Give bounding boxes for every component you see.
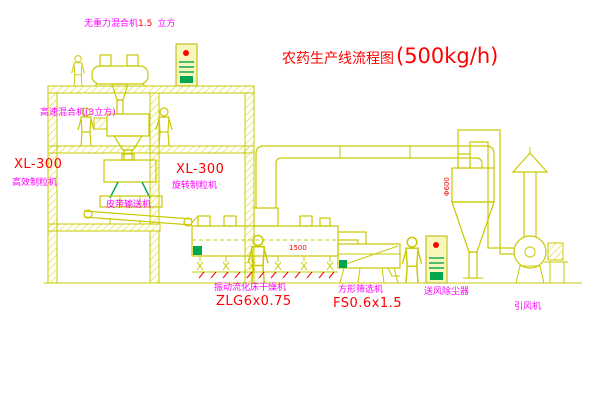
label-fan: 引风机 [514, 302, 542, 312]
high-speed-mixer [93, 113, 150, 161]
label-sieve-model: FS0.6x1.5 [333, 296, 403, 311]
label-sieve: 方形筛选机 [338, 285, 384, 295]
label-belt-conveyor: 皮带输送机 [106, 200, 152, 210]
label-granulator-center: 旋转制粒机 [172, 181, 218, 191]
label-granulator-center-model: XL-300 [176, 162, 225, 177]
operator-figure [71, 55, 85, 87]
granulator [99, 153, 163, 208]
label-dryer: 振动流化床干燥机 [214, 283, 287, 293]
label-air-dust-unit: 送风除尘器 [424, 287, 470, 297]
main-exhaust-duct [255, 145, 495, 208]
label-granulator-left-model: XL-300 [14, 157, 63, 172]
fluid-bed-dryer [191, 207, 339, 279]
belt-conveyor [83, 209, 199, 227]
title-capacity: (500kg/h) [396, 44, 499, 68]
induced-draft-fan [511, 147, 568, 284]
cyclone-separator [451, 153, 495, 279]
sieve-feed-duct [338, 231, 367, 244]
zero-gravity-mixer [91, 54, 149, 115]
square-sieve [337, 243, 401, 284]
label-number: 1.5 [138, 19, 153, 29]
title-text: 农药生产线流程图 [282, 51, 394, 67]
control-cabinet-upper [175, 43, 198, 87]
fan-inlet-duct [457, 129, 514, 255]
platform-structure [47, 85, 255, 284]
label-zero-gravity-mixer: 无重力混合机1.5 立方 [84, 12, 175, 30]
stack-rain-cap [511, 152, 549, 173]
diagram-title: 农药生产线流程图 (500kg/h) [282, 44, 498, 68]
dimension-cyclone: Φ600 [443, 177, 451, 196]
label-text: 无重力混合机 [84, 19, 139, 29]
label-unit: 立方 [157, 19, 176, 29]
label-dryer-model: ZLG6x0.75 [216, 294, 292, 309]
fan-motor [547, 242, 564, 261]
air-supply-cabinet [425, 235, 448, 284]
operator-figure [401, 236, 423, 284]
dimension-duct: 1500 [289, 244, 307, 252]
label-high-speed-mixer: 高速混合机(3立方) [40, 108, 116, 118]
label-granulator-left: 高效制粒机 [12, 178, 58, 188]
